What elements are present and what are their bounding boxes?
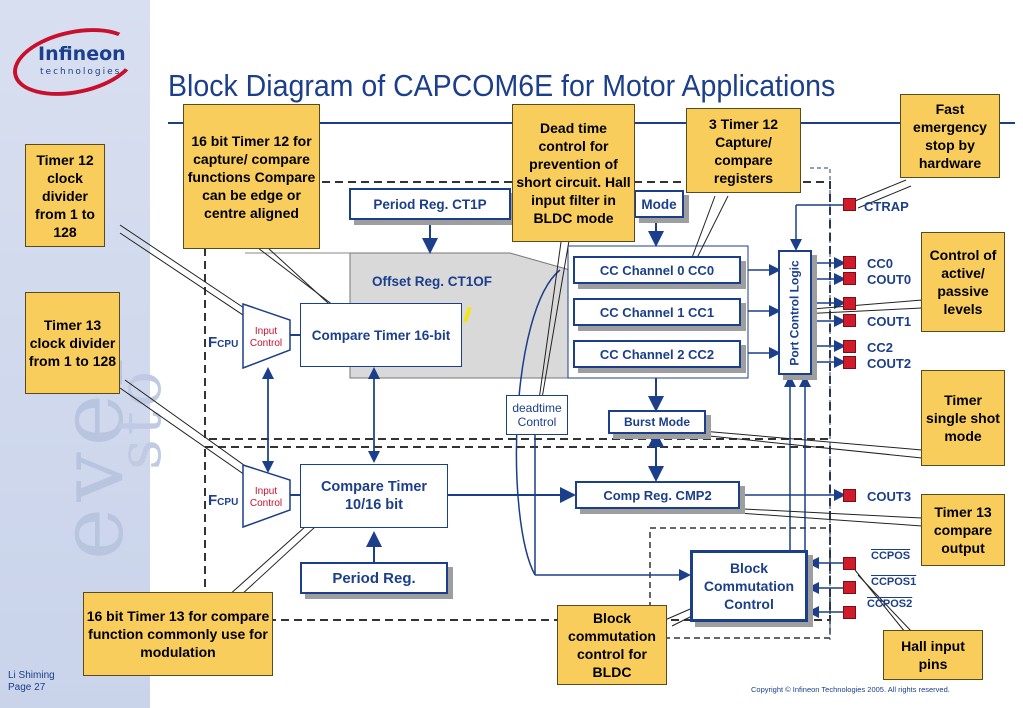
cc-channel-0: CC Channel 0 CC0 [573, 256, 741, 284]
author-name: Li Shiming [8, 670, 55, 681]
logo: Infineon [38, 43, 126, 65]
block-commutation-control: Block Commutation Control [690, 550, 808, 622]
pin-ccpos1 [843, 581, 856, 594]
fcpu-sub: CPU [217, 497, 239, 508]
page-title: Block Diagram of CAPCOM6E for Motor Appl… [168, 68, 836, 103]
pin-label-cc0: CC0 [867, 256, 894, 271]
cc-channel-2: CC Channel 2 CC2 [573, 340, 741, 368]
callout-capture-registers: 3 Timer 12 Capture/ compare registers [686, 108, 801, 193]
port-control-logic: Port Control Logic [778, 250, 812, 375]
pin-label-cout1: COUT1 [867, 314, 912, 329]
fcpu-label-t12: FCPU [208, 334, 238, 351]
compare-timer-10-16bit: Compare Timer 10/16 bit [300, 464, 448, 528]
port-control-label: Port Control Logic [788, 259, 803, 366]
fcpu-label-t13: FCPU [208, 492, 238, 509]
callout-t13-compare-output: Timer 13 compare output [921, 494, 1005, 566]
pin-label-cc2: CC2 [867, 340, 894, 355]
deadtime-control: deadtime Control [506, 395, 568, 435]
period-reg: Period Reg. [300, 562, 448, 594]
callout-emergency-stop: Fast emergency stop by hardware [900, 94, 1000, 178]
pin-cc0 [843, 256, 856, 269]
callout-block-commutation: Block commutation control for BLDC [557, 605, 667, 685]
callout-timer13-divider: Timer 13 clock divider from 1 to 128 [25, 292, 120, 394]
input-control-t12: Input Control [249, 326, 283, 349]
pin-cout0 [843, 272, 856, 285]
copyright: Copyright © Infineon Technologies 2005. … [751, 685, 950, 694]
pin-label-cout3: COUT3 [867, 489, 912, 504]
footer-author: Li Shiming Page 27 [8, 670, 55, 694]
fcpu-f: F [208, 334, 218, 351]
period-reg-ct1p: Period Reg. CT1P [349, 188, 511, 220]
callout-single-shot: Timer single shot mode [921, 370, 1005, 466]
pin-label-cout2: COUT2 [867, 356, 912, 371]
pin-ccpos2 [843, 606, 856, 619]
logo-subtitle: technologies [40, 67, 122, 77]
burst-mode: Burst Mode [608, 410, 706, 434]
callout-timer12-divider: Timer 12 clock divider from 1 to 128 [25, 144, 105, 247]
input-control-t13: Input Control [249, 486, 283, 509]
callout-t13-modulation: 16 bit Timer 13 for compare function com… [83, 592, 273, 676]
mode-block: Mode [634, 190, 684, 218]
pin-ctrap [843, 198, 856, 211]
pin-cout3 [843, 489, 856, 502]
pin-label-ccpos0: CCPOS [871, 550, 911, 562]
page-number: Page 27 [8, 682, 46, 693]
comp-reg-cmp2: Comp Reg. CMP2 [575, 481, 740, 509]
pin-cc1 [843, 297, 856, 310]
pin-ccpos0 [843, 557, 856, 570]
callout-timer12-capture: 16 bit Timer 12 for capture/ compare fun… [183, 104, 320, 249]
pin-cc2 [843, 340, 856, 353]
callout-control-levels: Control of active/ passive levels [921, 232, 1005, 332]
pin-cout2 [843, 356, 856, 369]
callout-dead-time: Dead time control for prevention of shor… [512, 104, 635, 242]
cc-channel-1: CC Channel 1 CC1 [573, 298, 741, 326]
pin-cout1 [843, 314, 856, 327]
fcpu-sub: CPU [217, 339, 239, 350]
compare-timer-16bit: Compare Timer 16-bit [300, 303, 462, 367]
fcpu-f: F [208, 492, 218, 509]
pin-label-ctrap: CTRAP [864, 199, 909, 214]
pin-label-ccpos2: CCPOS2 [867, 598, 913, 610]
offset-reg-ct1of: Offset Reg. CT1OF [352, 255, 512, 307]
pin-label-ccpos1: CCPOS1 [871, 576, 917, 588]
pin-label-cout0: COUT0 [867, 272, 912, 287]
callout-hall-pins: Hall input pins [883, 630, 983, 680]
